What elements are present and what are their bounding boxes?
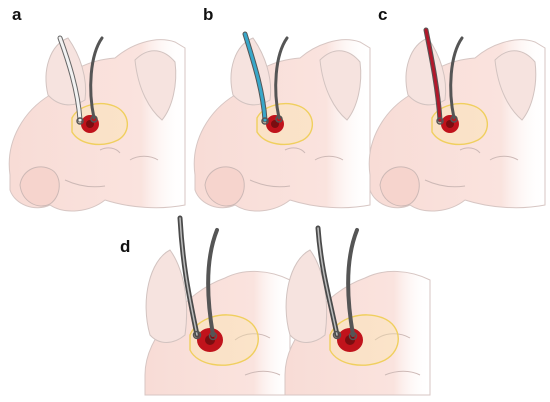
guide-wire-a: [89, 36, 104, 120]
guide-wire-d2: [346, 228, 359, 337]
clamp-a2: [90, 115, 98, 123]
pig-head-b: [193, 37, 371, 212]
clamp-a1: [76, 117, 84, 125]
panel-a: a: [8, 5, 186, 212]
panel-label-d: d: [120, 237, 130, 256]
panel-c: c: [368, 5, 546, 212]
guide-wire-c: [449, 36, 464, 120]
catheter-c: [424, 28, 442, 122]
catheter-a: [58, 36, 82, 122]
panel-label-a: a: [12, 5, 22, 24]
panel-b: b: [193, 5, 371, 212]
pig-head-a: [8, 37, 186, 212]
panel-d-right: [284, 225, 431, 396]
panel-label-c: c: [378, 5, 387, 24]
pig-zoom-d2: [284, 249, 431, 396]
pig-head-c: [368, 37, 546, 212]
guide-wire-d1: [206, 228, 219, 337]
panel-d-left: [144, 215, 291, 396]
guide-wire-b: [274, 36, 289, 120]
panel-label-b: b: [203, 5, 213, 24]
catheter-b: [243, 32, 267, 122]
pig-zoom-d1: [144, 249, 291, 396]
